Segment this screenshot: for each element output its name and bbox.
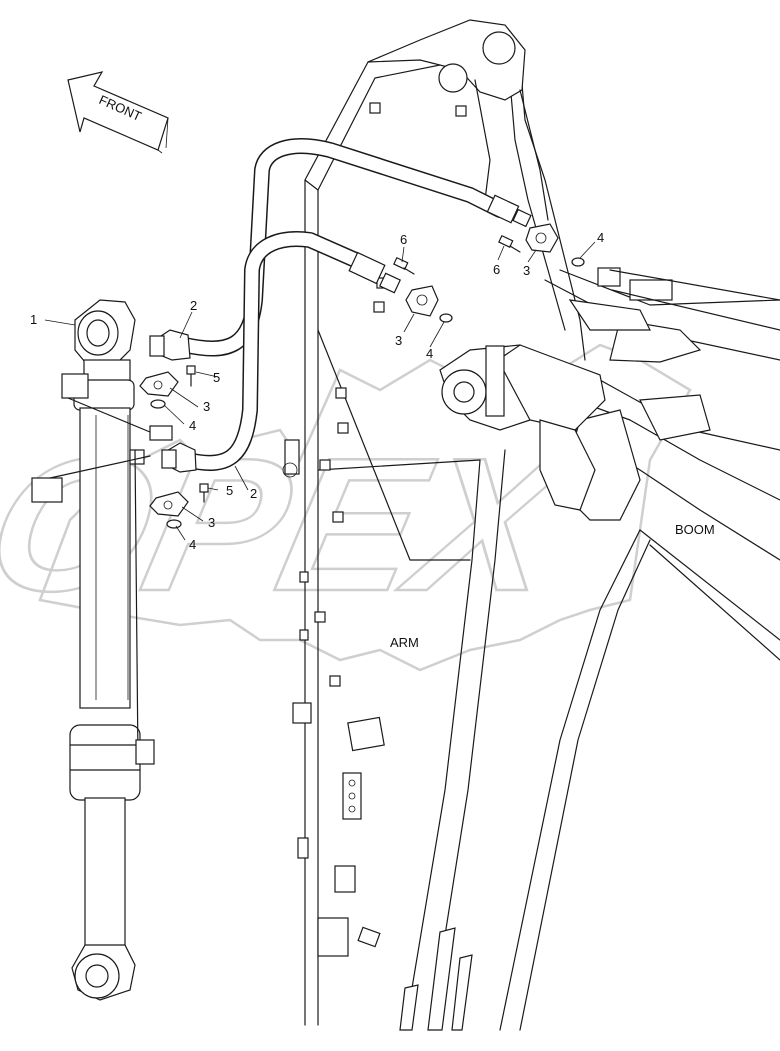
o-ring-cylinder-upper	[150, 399, 166, 409]
hose-2-lower	[180, 231, 368, 471]
bolt-cylinder-upper	[186, 365, 196, 387]
callout-4-arm-upper: 4	[597, 230, 604, 245]
o-ring-arm-lower	[439, 313, 453, 323]
split-flange-arm-lower	[405, 285, 439, 317]
split-flange-cylinder-lower	[149, 491, 189, 517]
callout-3-arm-lower: 3	[395, 333, 402, 348]
callout-1: 1	[30, 312, 37, 327]
boom-label: BOOM	[675, 522, 715, 537]
leader-lines	[44, 241, 596, 541]
callout-6-arm-lower: 6	[400, 232, 407, 247]
bolt-arm-lower	[393, 256, 415, 275]
hose-2-upper	[177, 138, 508, 357]
callout-4-cylinder-upper: 4	[189, 418, 196, 433]
callout-6-arm-upper: 6	[493, 262, 500, 277]
hydraulic-cylinder	[31, 299, 173, 1001]
arm-pivot-yoke	[439, 344, 606, 511]
callout-5-upper: 5	[213, 370, 220, 385]
front-direction-arrow: FRONT	[67, 71, 169, 154]
callout-3-cylinder-lower: 3	[208, 515, 215, 530]
callouts: 1 2 2 3 3 3 3 4 4 4 4 5 5 6 6	[30, 230, 604, 552]
callout-4-cylinder-lower: 4	[189, 537, 196, 552]
o-ring-cylinder-lower	[166, 519, 182, 529]
elbow-fitting-upper	[149, 329, 191, 361]
split-flange-cylinder-upper	[139, 371, 179, 397]
o-ring-arm-upper	[571, 257, 585, 267]
bolt-arm-upper	[498, 234, 521, 253]
callout-2-upper: 2	[190, 298, 197, 313]
arm-label: ARM	[390, 635, 419, 650]
hose-end-fittings-arm	[348, 194, 532, 294]
callout-5-lower: 5	[226, 483, 233, 498]
callout-3-cylinder-upper: 3	[203, 399, 210, 414]
elbow-fitting-lower	[161, 442, 197, 473]
callout-3-arm-upper: 3	[523, 263, 530, 278]
callout-2-lower: 2	[250, 486, 257, 501]
callout-4-arm-lower: 4	[426, 346, 433, 361]
split-flange-arm-upper	[525, 223, 559, 253]
